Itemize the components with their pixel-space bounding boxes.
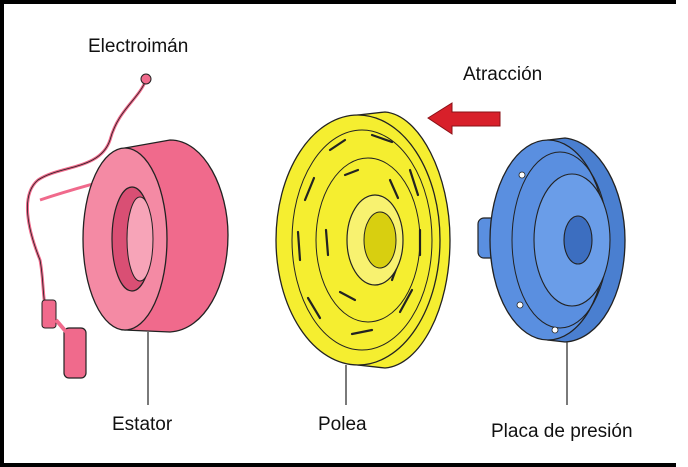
label-electroiman: Electroimán [88, 36, 188, 58]
label-estator: Estator [112, 414, 172, 436]
cable-terminal [141, 74, 151, 84]
atraccion-arrow [428, 103, 500, 134]
frame-margin [676, 0, 688, 467]
polea-component [276, 112, 450, 405]
estator-component [27, 74, 228, 405]
placa-component [478, 138, 625, 405]
label-placa: Placa de presión [491, 421, 633, 443]
label-polea: Polea [318, 414, 367, 436]
cable-connector [42, 300, 56, 328]
label-atraccion: Atracción [463, 64, 542, 86]
